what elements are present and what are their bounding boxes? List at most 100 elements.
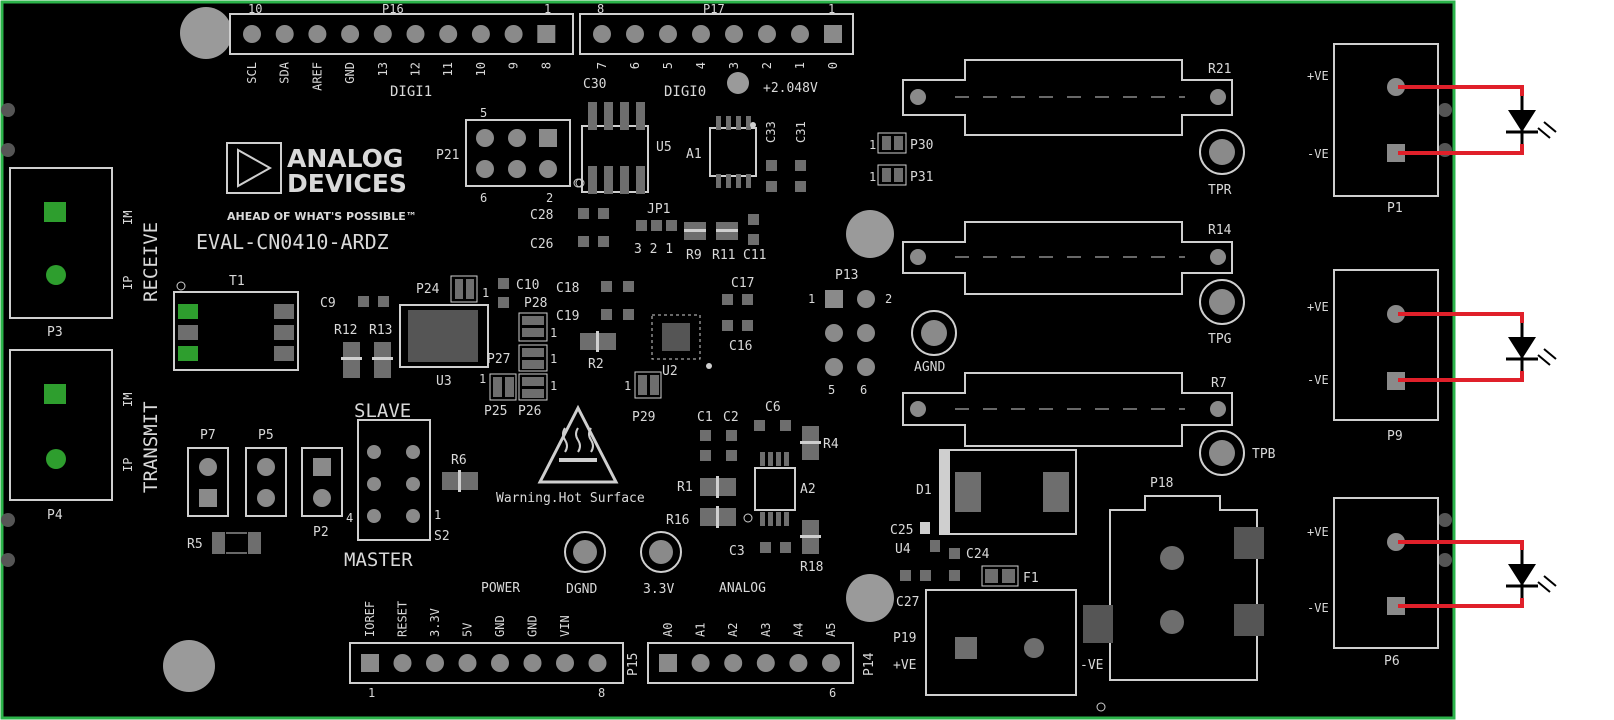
p15-pin-label: IOREF <box>363 601 377 637</box>
r9-ref: R9 <box>686 248 702 263</box>
p6-neg: -VE <box>1307 601 1329 615</box>
p14-pin-label: A3 <box>759 623 773 637</box>
jumpers-p30-p31: 1 1 P30 P31 <box>869 132 933 186</box>
p16-group-label: DIGI1 <box>390 84 432 100</box>
p21-n5: 5 <box>480 106 487 120</box>
c2-ref: C2 <box>723 410 739 425</box>
p29-pin1: 1 <box>624 379 631 393</box>
p15-pin-pad <box>556 654 574 672</box>
p16-pin-label: 12 <box>409 62 423 76</box>
c10-ref: C10 <box>516 278 539 293</box>
p16-pin-pad <box>439 25 458 43</box>
ic-u5: C30 U5 <box>575 77 672 194</box>
p3-ip: IP <box>121 276 135 290</box>
p16-pin-pad <box>537 25 556 43</box>
p26-pin1: 1 <box>550 379 557 393</box>
p16-pin-label: SCL <box>245 62 259 84</box>
c9-ref: C9 <box>320 296 336 311</box>
c26-ref: C26 <box>530 237 553 252</box>
agnd-label: AGND <box>914 360 945 375</box>
p17-pin-label: 3 <box>727 62 741 69</box>
p5-ref: P5 <box>258 428 274 443</box>
power-resistors: R21 R14 R7 TPR TPG TPB <box>902 59 1276 476</box>
connector-p3: P3 IM IP RECEIVE <box>9 167 162 340</box>
r4-ref: R4 <box>823 437 839 452</box>
ic-a1: A1 C33 C31 <box>686 116 808 192</box>
p17-pin-pad <box>626 25 644 43</box>
p17-pin-pad <box>659 25 677 43</box>
c28-ref: C28 <box>530 208 553 223</box>
p15-pin-last: 8 <box>598 686 605 700</box>
p17-pin-label: 1 <box>793 62 807 69</box>
p16-pin-pad <box>341 25 360 43</box>
r13-ref: R13 <box>369 323 392 338</box>
p14-pin-pad <box>822 654 840 672</box>
p14-pin-pad <box>659 654 677 672</box>
passives-center: C18 C19 R2 U2 C17 C16 1 P29 <box>556 276 754 425</box>
u4-ref: U4 <box>895 542 911 557</box>
p14-ref: P14 <box>862 652 877 676</box>
ic-u3: U3 P24 1 C10 P28 1 1 1 1 P27 P25 P26 <box>399 275 557 419</box>
s2-n1: 1 <box>434 508 441 522</box>
p15-pin-label: RESET <box>396 601 410 637</box>
p17-pin-pad <box>824 25 842 43</box>
p25-ref: P25 <box>484 404 507 419</box>
p1-pos: +VE <box>1307 69 1329 83</box>
p18-ref: P18 <box>1150 476 1173 491</box>
passives-left: C9 R12 R13 <box>320 296 393 378</box>
p15-ref: P15 <box>626 653 641 676</box>
c31-ref: C31 <box>794 121 808 143</box>
p14-pin-label: A2 <box>726 623 740 637</box>
p15-pin-label: GND <box>526 615 540 637</box>
p16-pin-first: 10 <box>248 2 262 16</box>
p15-pin-pad <box>361 654 379 672</box>
p17-pin-label: 7 <box>595 62 609 69</box>
p21-n6: 6 <box>480 191 487 205</box>
led-symbols <box>1502 96 1557 598</box>
p27-pin1: 1 <box>550 352 557 366</box>
c16-ref: C16 <box>729 339 752 354</box>
r18-ref: R18 <box>800 560 823 575</box>
led-output-p6: +VE -VE P6 <box>1307 497 1439 669</box>
p15-pin-label: GND <box>493 615 507 637</box>
p15-pin-pad <box>523 654 542 672</box>
p30-ref: P30 <box>910 138 933 153</box>
p17-pin-last: 1 <box>828 2 835 16</box>
a1-ref: A1 <box>686 147 702 162</box>
p4-title: TRANSMIT <box>140 401 162 493</box>
p21-n2: 2 <box>546 191 553 205</box>
led-output-p9: +VE -VE P9 <box>1307 269 1439 444</box>
s2-bottom-label: MASTER <box>344 549 413 571</box>
p17-ref: P17 <box>703 2 725 16</box>
connector-p18: P18 <box>1083 476 1264 712</box>
p9-pos: +VE <box>1307 300 1329 314</box>
r7-ref: R7 <box>1211 376 1227 391</box>
p13-n2: 2 <box>885 292 892 306</box>
tpb-label: TPB <box>1252 447 1276 462</box>
u3-ref: U3 <box>436 374 452 389</box>
s2-n4: 4 <box>346 511 353 525</box>
p13-n6: 6 <box>860 383 867 397</box>
c3-ref: C3 <box>729 544 745 559</box>
ref-voltage-label: +2.048V <box>763 81 818 96</box>
p15-pin-label: VIN <box>558 615 572 637</box>
c33-ref: C33 <box>764 121 778 143</box>
p16-pin-label: 8 <box>539 62 553 69</box>
p29-ref: P29 <box>632 410 655 425</box>
r6-ref: R6 <box>451 453 467 468</box>
r1-ref: R1 <box>677 480 693 495</box>
c11-ref: C11 <box>743 248 766 263</box>
logo-line2: DEVICES <box>287 169 407 198</box>
jp1-ref: JP1 <box>647 202 670 217</box>
c24-ref: C24 <box>966 547 990 562</box>
p15-pin-pad <box>426 654 444 672</box>
p4-ip: IP <box>121 458 135 472</box>
p16-pin-label: SDA <box>278 61 292 83</box>
test-point-agnd: AGND <box>911 310 957 375</box>
connector-p21: P21 5 6 2 <box>436 106 583 205</box>
p17-pin-pad <box>791 25 809 43</box>
p3-im: IM <box>121 211 135 225</box>
d1-ref: D1 <box>916 483 932 498</box>
